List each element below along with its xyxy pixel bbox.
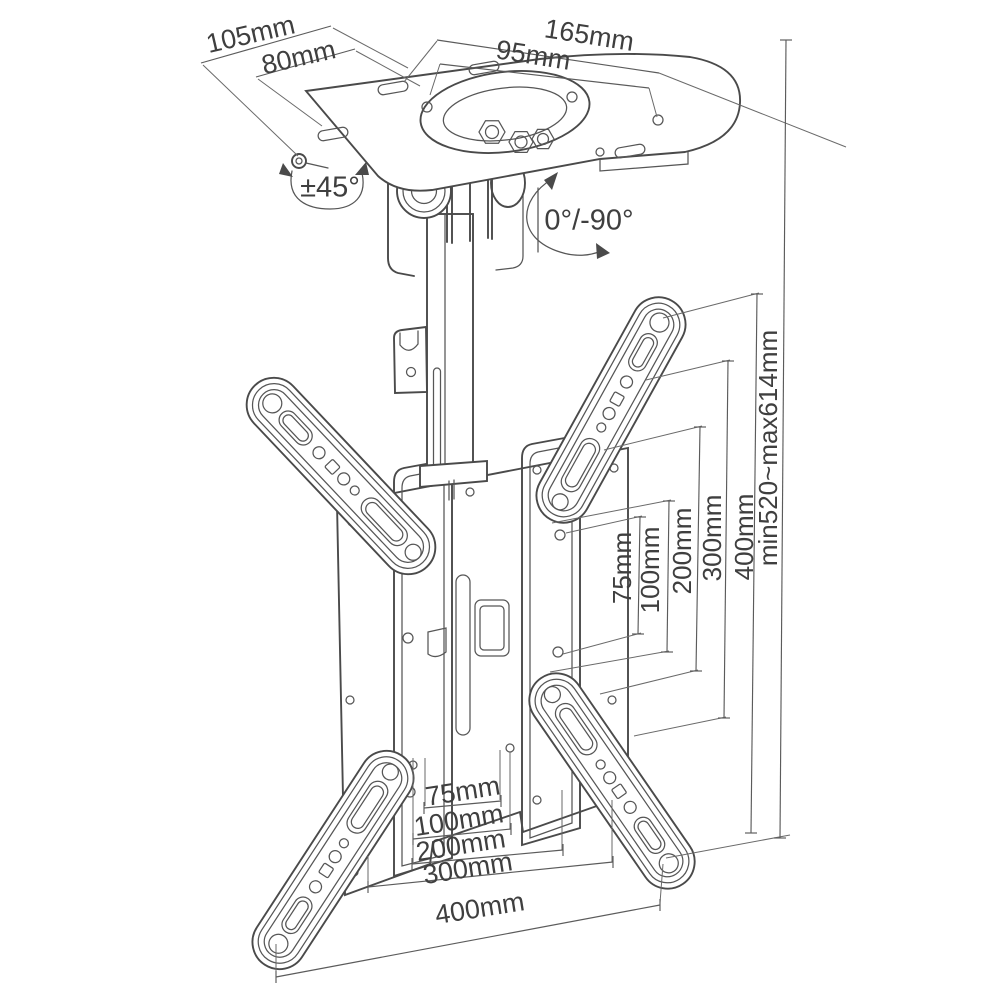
telescoping-column [393, 213, 488, 501]
dimension-ticks [275, 39, 792, 983]
ceiling-plate-slots [317, 60, 646, 159]
dim-label-v100mm: 100mm [635, 527, 665, 614]
latch-hook [427, 627, 447, 658]
dimension-lines [200, 25, 792, 983]
dim-line-105mm [200, 25, 332, 64]
ceiling-plane-line [658, 72, 847, 148]
dim-line-h100mm [412, 828, 512, 840]
tilt-annotation [526, 172, 610, 259]
mounting-oval-outer [419, 70, 591, 154]
dim-label-h400mm: 400mm [433, 886, 527, 930]
dim-line-80mm [255, 48, 356, 78]
center-slot [455, 574, 471, 736]
dim-line-h200mm [411, 849, 564, 865]
column-collar [419, 459, 488, 489]
dim-line-h75mm [423, 800, 502, 809]
swivel-range-label: ±45° [300, 172, 360, 204]
ceiling-plate [291, 52, 741, 192]
mounting-bolt-nuts [478, 120, 555, 154]
column-side-bracket [393, 325, 428, 394]
dim-line-h400mm [275, 904, 661, 978]
dim-line-h300mm [367, 861, 614, 888]
mounting-oval-inner [442, 86, 568, 142]
column-side-bracket-notch [399, 330, 419, 351]
dim-line-v100mm [666, 500, 670, 653]
dim-label-v400mm: 400mm [729, 494, 759, 581]
tilt-range-label: 0°/-90° [544, 205, 633, 237]
locking-pin [291, 153, 329, 169]
swivel-annotation [279, 162, 369, 210]
column-side-bracket-hole [405, 366, 417, 378]
dim-label-v200mm: 200mm [667, 508, 697, 595]
dim-line-v75mm [637, 516, 641, 635]
swivel-arrow-arc [290, 168, 364, 210]
ceiling-plate-outline [304, 52, 741, 192]
dim-label-v75mm: 75mm [607, 532, 637, 604]
height-range-label: min520~max614mm [753, 330, 783, 566]
dim-line-95mm [439, 63, 650, 89]
dim-line-165mm [436, 39, 660, 74]
extension-lines [202, 27, 847, 976]
pivot-bracket [387, 151, 415, 277]
dim-line-v200mm [695, 426, 701, 672]
ceiling-plate-holes [421, 91, 664, 157]
spring-clip-inner [479, 605, 505, 651]
tilt-arrow-arc [526, 178, 602, 256]
dim-label-v300mm: 300mm [697, 495, 727, 582]
dim-line-v300mm [723, 360, 729, 719]
spring-clip [474, 599, 510, 657]
dim-line-v400mm [750, 293, 758, 834]
dim-line-height [779, 39, 787, 839]
